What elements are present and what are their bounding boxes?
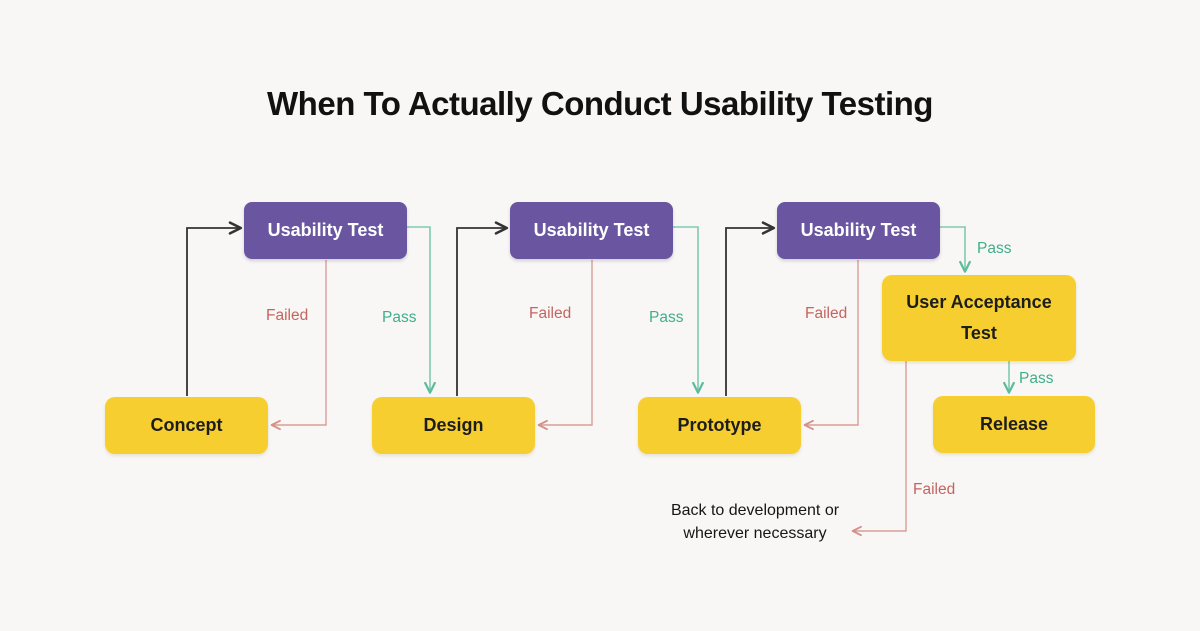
diagram-title: When To Actually Conduct Usability Testi… — [267, 85, 933, 122]
edge-label-failed-2: Failed — [529, 305, 572, 322]
node-concept: Concept — [105, 397, 268, 454]
arrow-pass-usability-test-3-to-uat — [940, 226, 971, 273]
node-usability-test-3: Usability Test — [777, 202, 940, 259]
node-user-acceptance-test: User Acceptance Test — [882, 275, 1076, 361]
edge-label-pass-1: Pass — [382, 309, 417, 326]
arrow-prototype-to-usability-test-3 — [725, 221, 776, 396]
arrow-design-to-usability-test-2 — [456, 221, 509, 396]
node-release: Release — [933, 396, 1095, 453]
note-back-to-development: Back to development or wherever necessar… — [670, 502, 840, 542]
arrow-failed-usability-test-1-to-concept — [270, 260, 327, 431]
edge-label-pass-2: Pass — [649, 309, 684, 326]
node-usability-test-1: Usability Test — [244, 202, 407, 259]
node-prototype: Prototype — [638, 397, 801, 454]
edge-label-failed-1: Failed — [266, 307, 309, 324]
arrow-failed-usability-test-3-to-prototype — [803, 260, 859, 431]
arrow-failed-usability-test-2-to-design — [537, 260, 593, 431]
node-usability-test-2: Usability Test — [510, 202, 673, 259]
edge-label-pass-4: Pass — [1019, 370, 1054, 387]
node-design: Design — [372, 397, 535, 454]
edge-label-failed-4: Failed — [913, 481, 956, 498]
edge-label-pass-3: Pass — [977, 240, 1012, 257]
edge-label-failed-3: Failed — [805, 305, 848, 322]
arrow-concept-to-usability-test-1 — [186, 221, 243, 396]
